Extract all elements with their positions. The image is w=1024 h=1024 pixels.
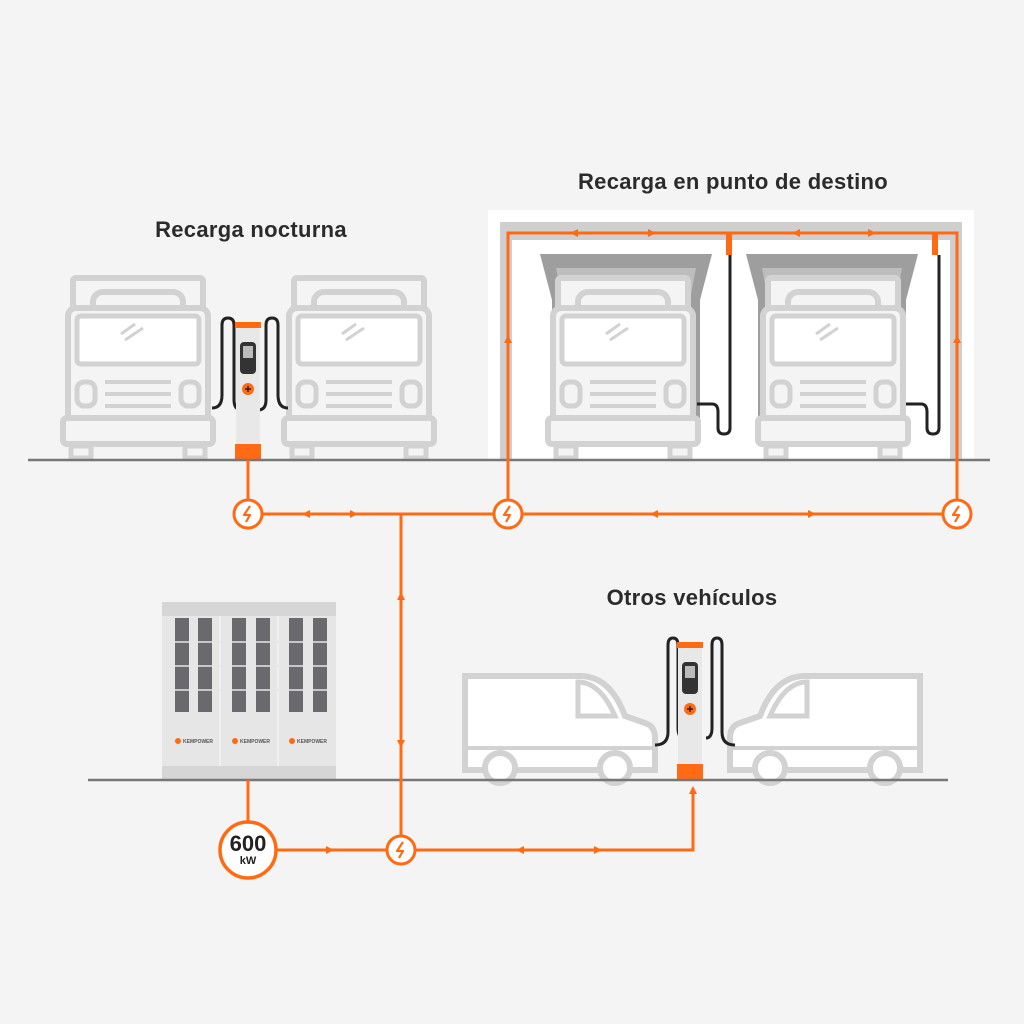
power-unit: kW <box>240 855 257 867</box>
lightning-bolt-icon <box>492 498 524 530</box>
title-other-vehicles: Otros vehículos <box>607 585 778 610</box>
cabinet-brand-3: KEMPOWER <box>297 739 327 745</box>
cabinet-brand-1: KEMPOWER <box>183 739 213 745</box>
power-rating-badge: 600 kW <box>218 820 278 880</box>
flow-arrows <box>302 229 961 854</box>
lightning-bolt-icon <box>941 498 973 530</box>
van-right <box>730 676 920 783</box>
truck-night-left <box>63 278 213 458</box>
truck-night-right <box>284 278 434 458</box>
charger-cables-destination <box>697 255 941 436</box>
truck-destination-2 <box>758 278 908 458</box>
charger-cables-night <box>211 316 289 412</box>
power-cabinet: KEMPOWER KEMPOWER KEMPOWER <box>162 602 336 780</box>
title-destination-charging: Recarga en punto de destino <box>578 169 888 194</box>
power-value: 600 <box>230 831 267 856</box>
charger-night <box>234 321 262 461</box>
truck-destination-1 <box>548 278 698 458</box>
cabinet-brand-2: KEMPOWER <box>240 739 270 745</box>
lightning-bolt-icon <box>232 498 264 530</box>
title-night-charging: Recarga nocturna <box>155 217 347 242</box>
lightning-bolt-icon <box>385 834 417 866</box>
charger-vans <box>676 641 704 781</box>
van-left <box>465 676 655 783</box>
